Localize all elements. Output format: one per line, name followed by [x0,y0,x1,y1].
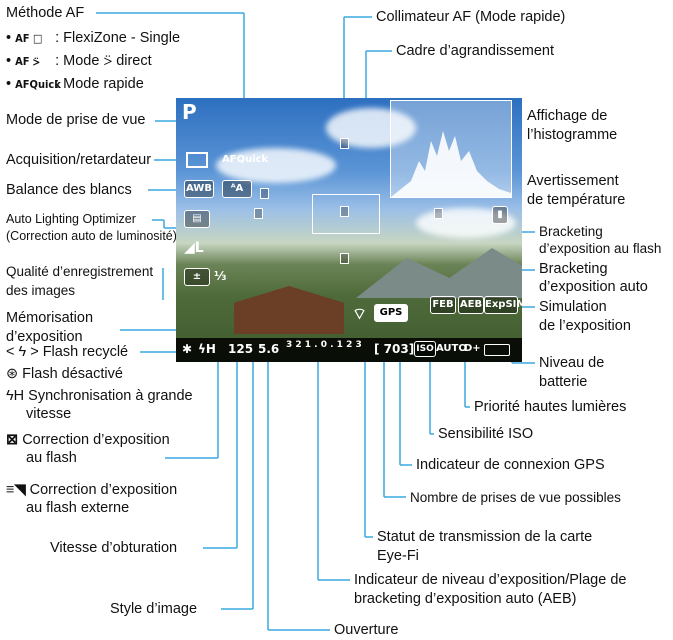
label-shots: Nombre de prises de vue possibles [410,490,621,505]
label-histogram-2: l’histogramme [527,127,618,143]
label-shutter: Vitesse d’obturation [50,540,178,556]
label-magnify-frame: Cadre d’agrandissement [396,43,554,59]
aeb-indicator: AEB [458,296,484,314]
label-aperture: Ouverture [334,622,399,638]
temperature-warning-icon: ▮ [492,206,508,224]
label-hss-1: ϟH Synchronisation à grande [6,388,193,404]
barn-shape [234,286,344,334]
label-alo-2: (Correction auto de luminosité) [6,229,177,243]
label-eyefi-2: Eye-Fi [377,548,419,564]
label-exp-sim-2: de l’exposition [539,318,631,334]
battery-icon [484,344,510,356]
af-point-active [340,206,349,217]
label-highlight: Priorité hautes lumières [474,399,627,415]
alo-icon: ▤ [184,210,210,228]
shutter-speed: 125 [228,342,254,356]
afquick-indicator: AFQuick [222,154,269,165]
gps-indicator: GPS [374,304,408,322]
label-battery-2: batterie [539,374,588,390]
label-feb-2: d’exposition au flash [539,241,662,256]
label-temp-warn-1: Avertissement [527,173,619,189]
af-point-marker [434,208,443,219]
af-point-marker [340,253,349,264]
af-live-icon: AF ⍩ [15,55,40,68]
label-af-point: Collimateur AF (Mode rapide) [376,9,566,25]
cloud-shape [216,148,336,183]
label-exposure-2: bracketing d’exposition auto (AEB) [354,591,577,607]
fec-screen-icon: ± [184,268,210,286]
ext-flash-icon: ≡◥ [6,482,30,498]
drive-icon [186,152,208,168]
label-battery-1: Niveau de [539,355,605,371]
label-flash-off: ⊛ Flash désactivé [6,366,123,382]
label-picture-style: Style d’image [110,601,198,617]
mountain-shape [356,248,522,298]
label-drive: Acquisition/retardateur [6,152,152,168]
histogram-graph [391,131,511,197]
feb-indicator: FEB [430,296,456,314]
exposure-scale: 3 2 1 . 0 . 1 2 3 [286,340,362,350]
label-feb-1: Bracketing [539,224,603,239]
label-ae-lock-1: Mémorisation [6,310,94,326]
label-ae-lock-2: d’exposition [6,329,83,345]
label-af-method: Méthode AF [6,5,85,21]
label-quality-2: des images [6,283,76,298]
shots-remaining: [ 703] [374,342,415,356]
af-flexizone-icon: AF □ [15,32,43,45]
label-ext-fec-2: au flash externe [26,500,130,516]
aperture-value: 5.6 [258,342,280,356]
label-exposure-1: Indicateur de niveau d’exposition/Plage … [354,572,627,588]
af-option-live: • AF ⍩: Mode ⍩ direct [6,53,152,69]
af-point-marker [340,138,349,149]
label-exp-sim-1: Simulation [539,299,607,315]
histogram [390,100,512,198]
magnify-frame [312,194,380,234]
label-fec-1: ⊠ Correction d’exposition [6,432,170,448]
mode-indicator: P [182,100,197,124]
label-ext-fec-1: ≡◥ Correction d’exposition [6,482,178,498]
label-aeb-1: Bracketing [539,261,608,277]
cloud-shape [326,108,416,148]
label-histogram-1: Affichage de [527,108,608,124]
label-iso: Sensibilité ISO [438,426,534,442]
af-point-marker [254,208,263,219]
ae-lock-icon: ✱ [182,342,193,356]
iso-value: AUTO [436,343,467,354]
label-temp-warn-2: de température [527,192,626,208]
fec-value: ⅓ [214,269,227,283]
af-option-flexizone: • AF □: FlexiZone - Single [6,30,181,46]
label-flash-ready: < ϟ > Flash recyclé [6,344,129,360]
af-option-quick: • AFQuick: Mode rapide [6,76,144,92]
label-quality-1: Qualité d’enregistrement [6,264,154,279]
label-shooting-mode: Mode de prise de vue [6,112,146,128]
picture-style-indicator: ᴬA [222,180,252,198]
highlight-priority: D+ [464,343,481,354]
flash-hss-icon: ϟH [198,342,216,356]
label-gps: Indicateur de connexion GPS [416,457,605,473]
expsim-indicator: ExpSIM [484,296,522,314]
label-fec-2: au flash [26,450,77,466]
label-eyefi-1: Statut de transmission de la carte [377,529,593,545]
af-quick-icon: AFQuick [15,78,61,91]
camera-live-view-screen: P AFQuick AWB ᴬA ▤ ◢L ± ⅓ ▮ ⌔ GPS FEB AE… [176,98,522,362]
label-white-balance: Balance des blancs [6,182,132,198]
wb-indicator: AWB [184,180,214,198]
label-alo-1: Auto Lighting Optimizer [6,212,136,226]
wifi-icon: ⌔ [352,304,368,323]
label-aeb-2: d’exposition auto [539,279,648,295]
fec-icon: ⊠ [6,432,23,448]
quality-indicator: ◢L [184,240,204,256]
af-point-marker [260,188,269,199]
bottom-status-bar: ✱ ϟH 125 5.6 3 2 1 . 0 . 1 2 3 [ 703] IS… [176,338,522,362]
iso-icon: ISO [414,341,436,357]
label-hss-2: vitesse [26,406,72,422]
